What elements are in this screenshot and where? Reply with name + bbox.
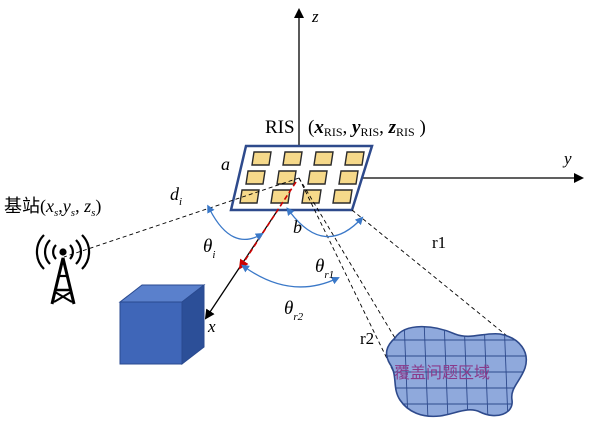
incident-arrow [238,181,297,270]
base-station-tower-icon [35,234,91,305]
z-axis-label: z [311,7,319,26]
theta-i-label: θi [203,236,215,261]
theta-r2-arc [241,264,340,288]
distance-r2-label: r2 [360,329,374,348]
ris-element [344,151,365,166]
dimension-b-label: b [293,217,302,237]
theta-r2-label: θr2 [284,298,304,323]
ris-element [301,189,322,204]
ris-element-grid [239,151,365,204]
reflect-path-r2-near [298,177,396,339]
theta-r1-label: θr1 [315,256,334,281]
distance-di-label: di [170,184,182,208]
ris-element [338,170,359,185]
ris-element [239,189,260,204]
ris-element [245,170,266,185]
dimension-a-label: a [221,154,230,174]
distance-r1-label: r1 [432,233,446,252]
coverage-problem-area: 覆盖问题区域 [385,325,527,418]
ris-panel [229,144,374,212]
theta-i-arc [207,204,264,241]
ris-element [307,170,328,185]
base-station-label: 基站(xs,ys, zs) [4,196,101,219]
ris-coordinates: (xRIS, yRIS, zRIS ) [308,117,426,139]
reflect-path-r1 [351,209,513,341]
ris-element [282,151,303,166]
obstacle-cube [118,283,206,366]
y-axis-label: y [562,149,572,168]
ris-element [276,170,297,185]
incident-path-line [63,177,300,258]
ris-element [251,151,272,166]
ris-label: RIS [265,117,295,138]
theta-r1-arc [286,207,364,238]
ris-element [313,151,334,166]
ris-element [332,189,353,204]
coverage-area-label: 覆盖问题区域 [394,363,490,382]
x-axis-label: x [207,317,216,336]
